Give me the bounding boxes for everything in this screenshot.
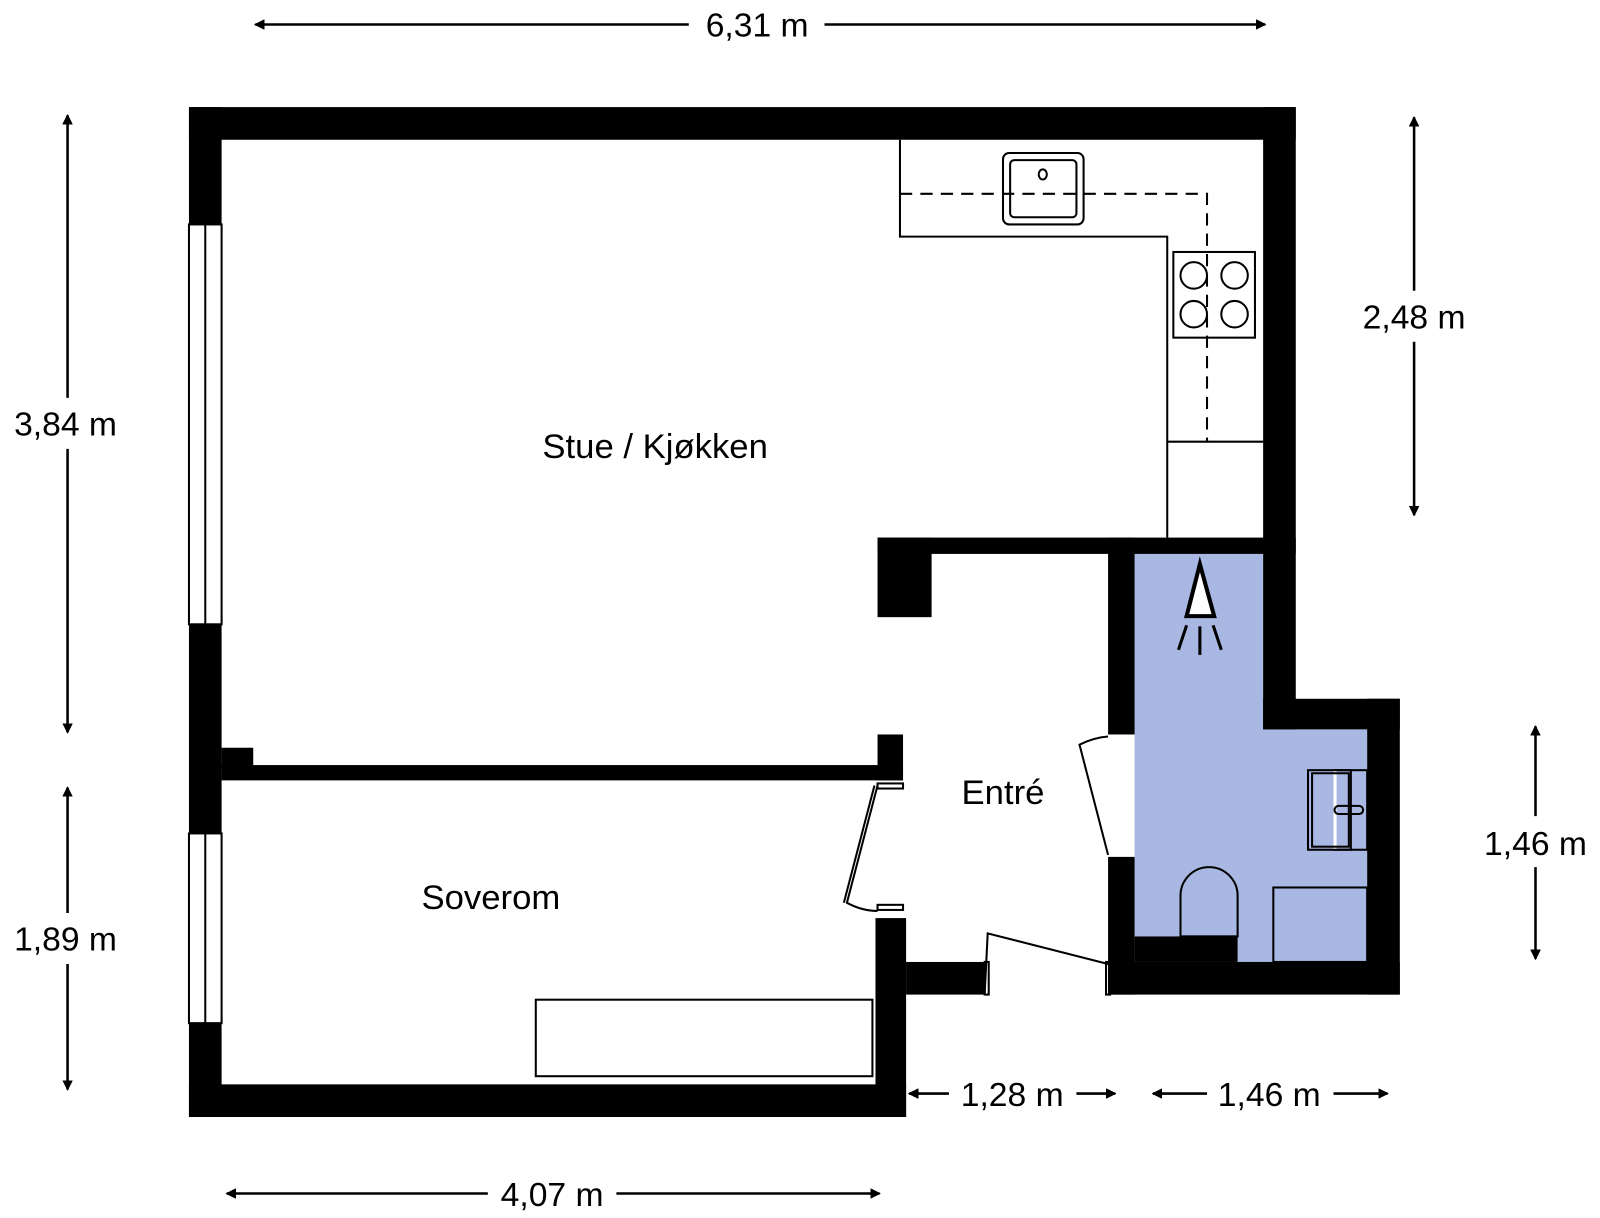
dim-top-width: 6,31 m	[706, 8, 809, 45]
dim-bottom-bath: 1,46 m	[1218, 1077, 1321, 1114]
dim-bottom-bedroom: 4,07 m	[501, 1177, 604, 1214]
shower-icon	[1177, 556, 1223, 655]
sink-icon	[1001, 151, 1085, 226]
doors	[842, 735, 1112, 996]
room-label-bedroom: Soverom	[422, 879, 561, 917]
dimension-lines	[68, 24, 1536, 1193]
dim-left-lower: 1,89 m	[14, 922, 117, 959]
dim-right-lower: 1,46 m	[1484, 826, 1587, 863]
toilet-icon	[1179, 866, 1239, 956]
windows	[187, 223, 223, 1025]
dim-right-upper: 2,48 m	[1363, 299, 1466, 336]
bath-cabinet	[1272, 886, 1369, 963]
dim-left-upper: 3,84 m	[14, 407, 117, 444]
room-label-entry: Entré	[962, 774, 1045, 812]
kitchen-counter	[898, 139, 1264, 538]
room-label-living-kitchen: Stue / Kjøkken	[542, 428, 767, 466]
walls	[188, 107, 1400, 1118]
stove-icon	[1172, 250, 1256, 339]
bathroom-floor	[1134, 553, 1368, 962]
washbasin-icon	[1306, 769, 1369, 851]
dim-bottom-entry: 1,28 m	[961, 1077, 1064, 1114]
bedroom-bench	[534, 998, 874, 1078]
